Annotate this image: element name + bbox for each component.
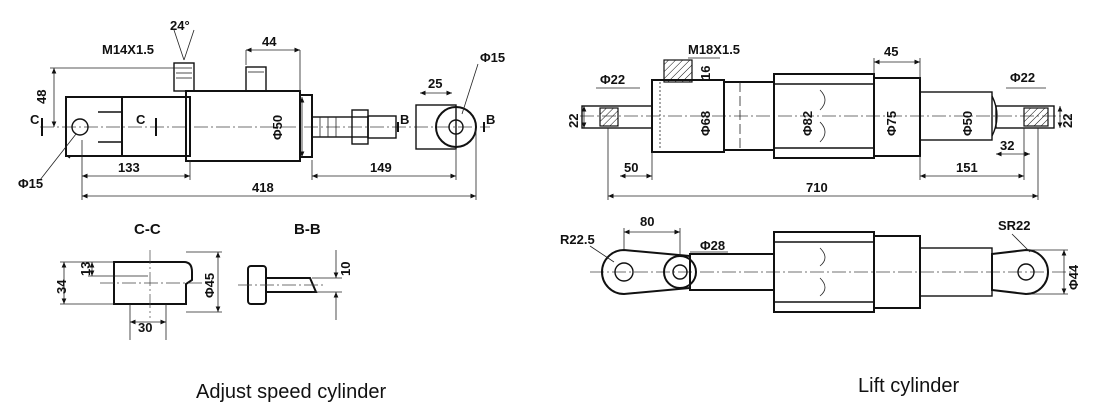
- lift-dim-32-label: 32: [1000, 138, 1014, 153]
- lift-cylinder-caption: Lift cylinder: [858, 375, 959, 397]
- section-views: C-C B-B 34 13 Φ45 30 10: [54, 221, 353, 340]
- lift-cylinder-lower-view: 80 R22.5 Φ28 SR22 Φ44: [560, 214, 1081, 313]
- section-c-left-label: C: [30, 112, 40, 127]
- section-c-right-label: C: [136, 112, 146, 127]
- lift-thread-label: M18X1.5: [688, 42, 740, 57]
- lift-dim-45-label: 45: [884, 44, 898, 59]
- lift-dim-80-label: 80: [640, 214, 654, 229]
- lift-dim-22-right-label: 22: [1060, 114, 1075, 128]
- lift-dim-16-label: 16: [698, 66, 713, 80]
- dim-25-label: 25: [428, 76, 442, 91]
- adjust-cylinder-caption: Adjust speed cylinder: [196, 381, 386, 403]
- section-b-right-label: B: [486, 112, 495, 127]
- dim-44-label: 44: [262, 34, 277, 49]
- lift-phi68-label: Φ68: [698, 111, 713, 136]
- lift-phi44-label: Φ44: [1066, 264, 1081, 290]
- section-bb-title: B-B: [294, 221, 321, 238]
- adjust-cylinder-drawing: 24° M14X1.5 44 Φ15 48 C C Φ50 25 B B Φ15…: [18, 18, 505, 200]
- phi50-label: Φ50: [270, 115, 285, 140]
- dim-48-label: 48: [34, 90, 49, 104]
- lift-phi75-label: Φ75: [884, 111, 899, 136]
- dim-149-label: 149: [370, 160, 392, 175]
- phi15-bottom-label: Φ15: [18, 176, 43, 191]
- dim-34-label: 34: [54, 279, 69, 294]
- lift-phi28-label: Φ28: [700, 238, 725, 253]
- dim-13-label: 13: [78, 262, 93, 276]
- lift-phi50-label: Φ50: [960, 111, 975, 136]
- thread-label: M14X1.5: [102, 42, 154, 57]
- lift-phi22-left-label: Φ22: [600, 72, 625, 87]
- section-cc-title: C-C: [134, 221, 161, 238]
- lift-sr22-label: SR22: [998, 218, 1031, 233]
- lift-r22-5-label: R22.5: [560, 232, 595, 247]
- lift-dim-710-label: 710: [806, 180, 828, 195]
- phi45-label: Φ45: [202, 273, 217, 298]
- lift-dim-22-left-label: 22: [566, 114, 581, 128]
- lift-phi82-label: Φ82: [800, 111, 815, 136]
- dim-30-label: 30: [138, 320, 152, 335]
- angle-label: 24°: [170, 18, 190, 33]
- lift-phi22-right-label: Φ22: [1010, 70, 1035, 85]
- phi15-top-label: Φ15: [480, 50, 505, 65]
- lift-cylinder-drawing: M18X1.5 16 45 Φ22 Φ22 22 22 Φ68 Φ82 Φ75 …: [566, 42, 1075, 200]
- lift-dim-50-label: 50: [624, 160, 638, 175]
- section-b-left-label: B: [400, 112, 409, 127]
- lift-dim-151-label: 151: [956, 160, 978, 175]
- dim-133-label: 133: [118, 160, 140, 175]
- dim-10-label: 10: [338, 262, 353, 276]
- dim-418-label: 418: [252, 180, 274, 195]
